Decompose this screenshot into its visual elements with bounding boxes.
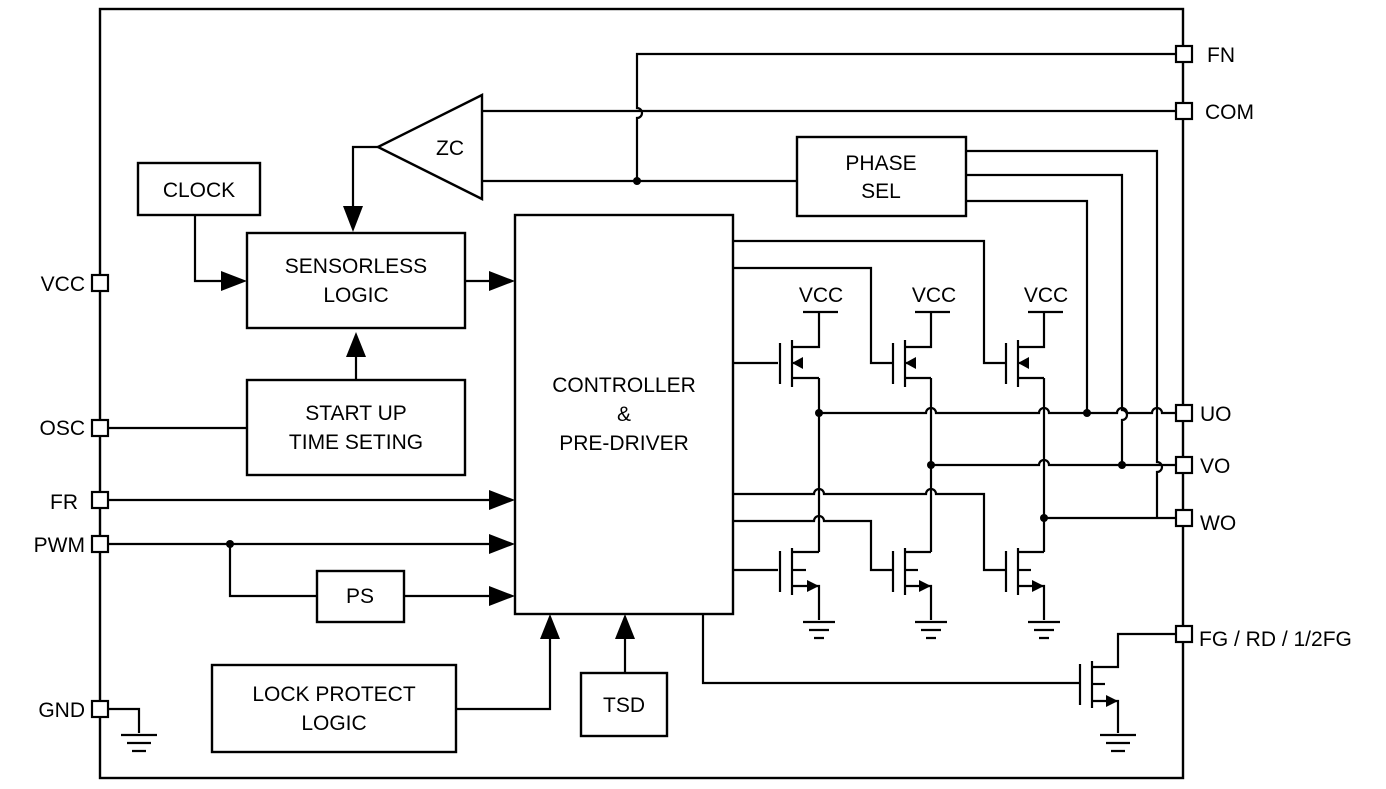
tsd-block	[579, 671, 669, 738]
pin-vcc	[90, 273, 110, 293]
pin-fn-label: FN	[1207, 44, 1235, 67]
clock-label: CLOCK	[163, 179, 235, 202]
startup-time-label-1: START UP	[305, 402, 407, 425]
high-side-mosfet-u	[778, 310, 838, 387]
pin-wo	[1174, 508, 1194, 528]
pin-uo	[1174, 403, 1194, 423]
pin-com	[1174, 101, 1194, 121]
pin-gnd	[90, 699, 110, 719]
ps-block	[315, 569, 406, 624]
pin-com-label: COM	[1205, 101, 1254, 124]
high-side-mosfet-v	[891, 310, 950, 387]
startup-time-label-2: TIME SETING	[289, 431, 423, 454]
low-side-mosfet-v	[891, 548, 947, 640]
pin-osc	[90, 418, 110, 438]
low-side-mosfet-u	[778, 548, 835, 640]
fg-output-mosfet	[1078, 632, 1176, 753]
controller-label-1: CONTROLLER	[552, 374, 696, 397]
pin-fr	[90, 490, 110, 510]
phase-sel-label-2: SEL	[861, 180, 901, 203]
high-side-mosfet-w	[1004, 310, 1063, 387]
vcc-supply-label-v: VCC	[912, 284, 956, 307]
controller-label-2: &	[617, 403, 631, 426]
pin-pwm	[90, 534, 110, 554]
phase-sel-block	[795, 135, 968, 218]
tsd-label: TSD	[603, 694, 645, 717]
startup-time-block	[245, 378, 467, 477]
sensorless-logic-block	[245, 231, 467, 330]
sensorless-logic-label-2: LOGIC	[323, 284, 388, 307]
pin-fg-rd	[1174, 624, 1194, 644]
lock-protect-block	[210, 663, 458, 754]
pin-vcc-label: VCC	[41, 273, 85, 296]
sensorless-logic-label-1: SENSORLESS	[285, 255, 427, 278]
right-pins: FN COM UO VO WO FG / RD / 1/2FG	[1174, 44, 1352, 651]
ps-label: PS	[346, 585, 374, 608]
vcc-supply-label-w: VCC	[1024, 284, 1068, 307]
zc-label: ZC	[436, 137, 464, 160]
low-side-mosfet-w	[1004, 548, 1060, 640]
lock-protect-label-2: LOGIC	[301, 712, 366, 735]
phase-sel-label-1: PHASE	[845, 152, 916, 175]
pin-gnd-label: GND	[38, 699, 85, 722]
chip-outline	[98, 7, 1185, 780]
vcc-supply-label-u: VCC	[799, 284, 843, 307]
lock-protect-label-1: LOCK PROTECT	[252, 683, 416, 706]
pin-wo-label: WO	[1200, 512, 1236, 535]
junction-dots	[226, 177, 1126, 548]
gnd-symbol	[108, 707, 157, 753]
arrowheads	[221, 206, 635, 639]
pin-osc-label: OSC	[39, 417, 85, 440]
pin-uo-label: UO	[1200, 403, 1232, 426]
pin-vo	[1174, 455, 1194, 475]
pin-pwm-label: PWM	[34, 534, 85, 557]
wires	[108, 52, 1176, 711]
controller-label-3: PRE-DRIVER	[559, 432, 689, 455]
zc-comparator	[375, 93, 484, 201]
clock-block	[136, 161, 262, 217]
pin-vo-label: VO	[1200, 455, 1230, 478]
left-pins: VCC OSC FR PWM GND	[34, 273, 110, 722]
pin-fr-label: FR	[50, 491, 78, 514]
pin-fg-rd-label: FG / RD / 1/2FG	[1199, 628, 1352, 651]
pin-fn	[1174, 44, 1194, 64]
controller-block	[513, 213, 735, 616]
